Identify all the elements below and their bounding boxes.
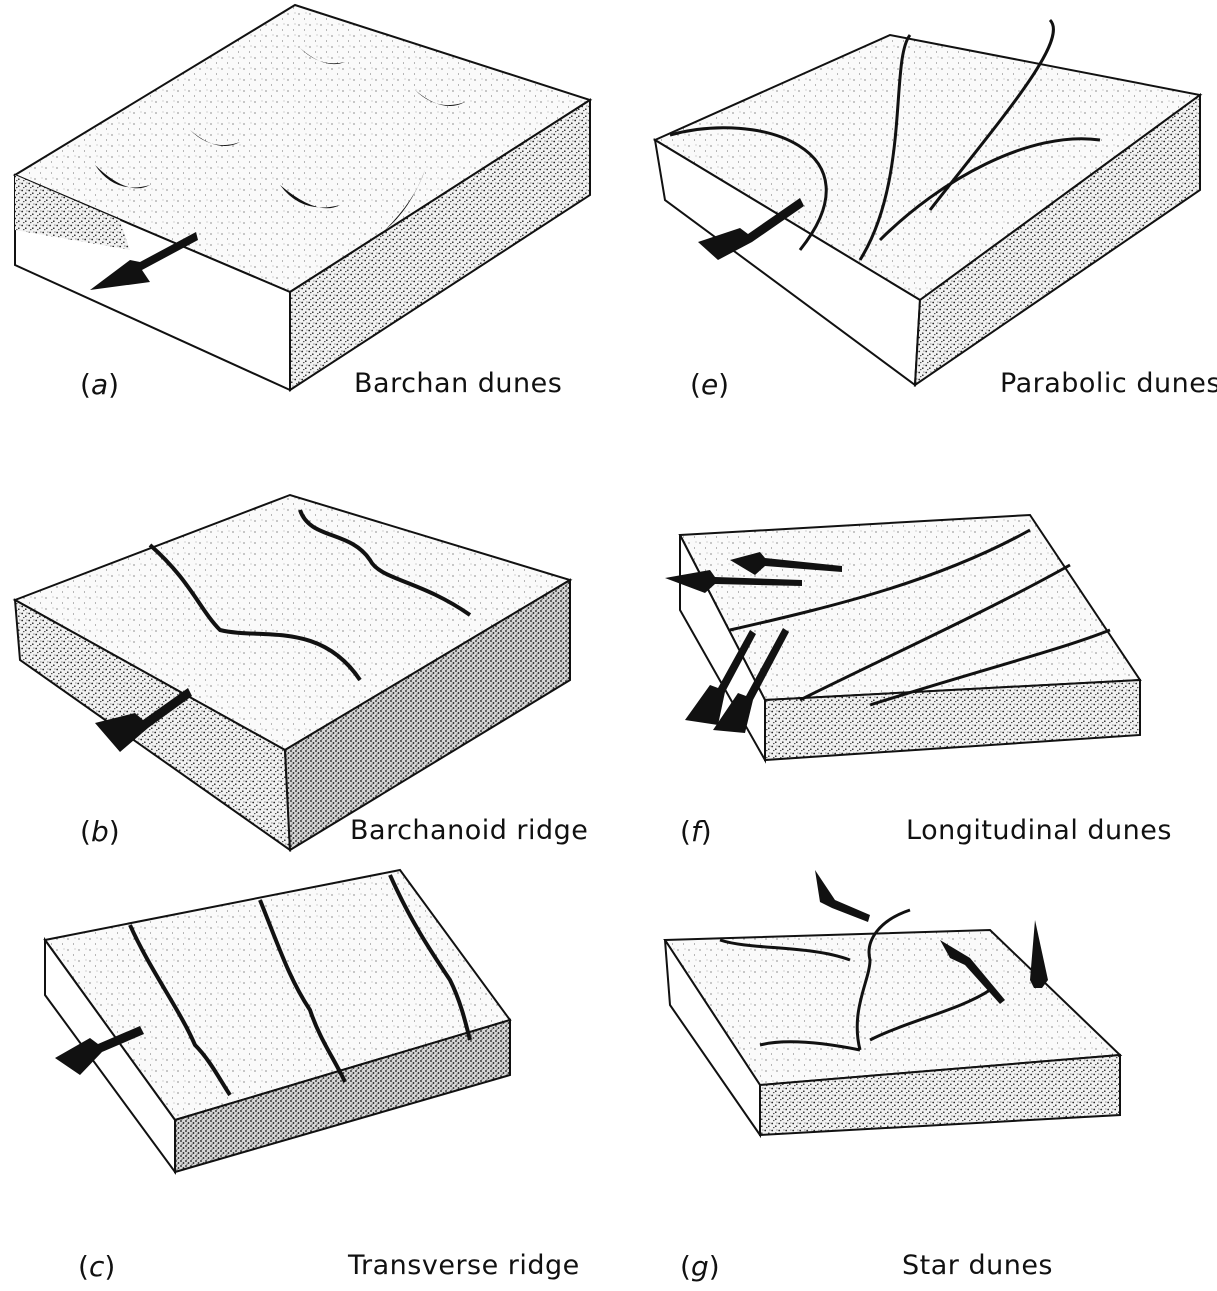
panel-letter: (e) [690,368,729,401]
panel-caption: Parabolic dunes [1000,368,1217,399]
panel-letter: (g) [680,1250,720,1283]
barchan-block-diagram [0,0,600,410]
panel-barchanoid-ridge: (b) Barchanoid ridge [0,430,600,860]
transverse-block-diagram [0,870,600,1291]
panel-caption: Barchanoid ridge [350,815,588,846]
panel-caption: Transverse ridge [348,1250,580,1281]
barchanoid-block-diagram [0,430,600,860]
star-block-diagram [610,870,1217,1291]
panel-barchan-dunes: (a) Barchan dunes [0,0,600,410]
panel-letter: (b) [80,815,120,848]
panel-star-dunes: (g) Star dunes [610,870,1217,1291]
panel-longitudinal-dunes: (f) Longitudinal dunes [610,430,1217,860]
wind-direction-arrow-icon [1030,920,1048,988]
parabolic-block-diagram [610,0,1217,410]
panel-letter: (c) [78,1250,115,1283]
wind-direction-arrow-icon [815,870,870,922]
longitudinal-block-diagram [610,430,1217,860]
panel-transverse-ridge: (c) Transverse ridge [0,870,600,1291]
panel-caption: Star dunes [902,1250,1053,1281]
panel-letter: (f) [680,815,712,848]
panel-parabolic-dunes: (e) Parabolic dunes [610,0,1217,410]
panel-caption: Barchan dunes [354,368,562,399]
panel-letter: (a) [80,368,119,401]
panel-caption: Longitudinal dunes [906,815,1172,846]
